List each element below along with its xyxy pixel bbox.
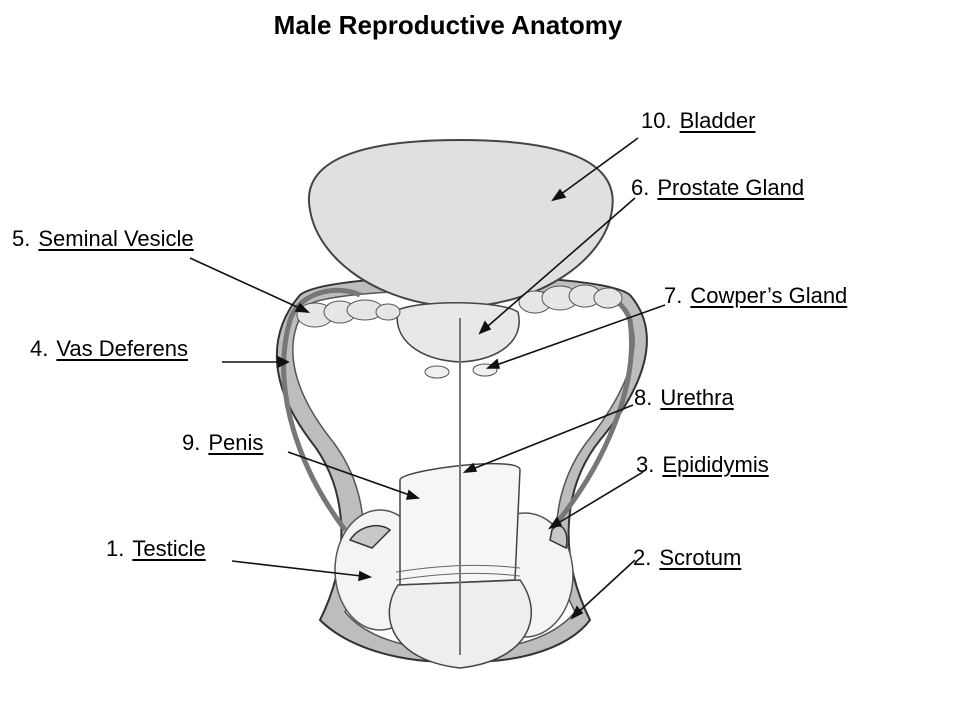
label-vas-deferens-number: 4.	[30, 336, 49, 361]
pointer-penis	[287, 451, 419, 499]
label-testicle: 1. Testicle	[106, 536, 206, 562]
epididymis-left	[348, 524, 392, 549]
cowpers-left	[424, 365, 450, 379]
pointer-prostate	[479, 197, 636, 334]
label-urethra: 8. Urethra	[634, 385, 734, 411]
label-scrotum-name: Scrotum	[659, 545, 742, 570]
label-urethra-number: 8.	[634, 385, 653, 410]
label-prostate-number: 6.	[631, 175, 650, 200]
seminal-vesicle-right	[518, 284, 623, 314]
label-penis-name: Penis	[208, 430, 264, 455]
pointer-testicle	[231, 560, 371, 578]
pointer-scrotum	[571, 559, 636, 619]
diagram-title: Male Reproductive Anatomy	[273, 10, 623, 40]
label-cowpers: 7. Cowper’s Gland	[664, 283, 847, 309]
label-epididymis-number: 3.	[636, 452, 655, 477]
pointer-bladder	[552, 137, 639, 201]
label-prostate-name: Prostate Gland	[657, 175, 805, 200]
label-testicle-number: 1.	[106, 536, 125, 561]
label-seminal-vesicle-number: 5.	[12, 226, 31, 251]
label-cowpers-name: Cowper’s Gland	[690, 283, 848, 308]
label-penis: 9. Penis	[182, 430, 263, 456]
pointer-lines	[189, 137, 666, 620]
label-vas-deferens: 4. Vas Deferens	[30, 336, 188, 362]
pointer-seminal-vesicle	[189, 257, 309, 313]
label-testicle-name: Testicle	[132, 536, 206, 561]
label-bladder-name: Bladder	[679, 108, 756, 133]
bladder-shape	[307, 138, 614, 309]
prostate-shape	[396, 302, 520, 363]
label-scrotum-number: 2.	[633, 545, 652, 570]
label-seminal-vesicle-name: Seminal Vesicle	[38, 226, 194, 251]
pointer-epididymis	[549, 471, 644, 529]
seminal-vesicle-left	[296, 299, 401, 328]
pointer-cowpers	[487, 304, 666, 369]
pointer-urethra	[464, 404, 634, 473]
label-bladder-number: 10.	[641, 108, 672, 133]
label-penis-number: 9.	[182, 430, 201, 455]
label-urethra-name: Urethra	[660, 385, 734, 410]
label-bladder: 10. Bladder	[641, 108, 755, 134]
label-scrotum: 2. Scrotum	[633, 545, 741, 571]
label-cowpers-number: 7.	[664, 283, 683, 308]
label-epididymis-name: Epididymis	[662, 452, 769, 477]
label-vas-deferens-name: Vas Deferens	[56, 336, 189, 361]
label-seminal-vesicle: 5. Seminal Vesicle	[12, 226, 194, 252]
label-epididymis: 3. Epididymis	[636, 452, 769, 478]
vas-deferens-left	[281, 287, 362, 532]
label-prostate: 6. Prostate Gland	[631, 175, 804, 201]
